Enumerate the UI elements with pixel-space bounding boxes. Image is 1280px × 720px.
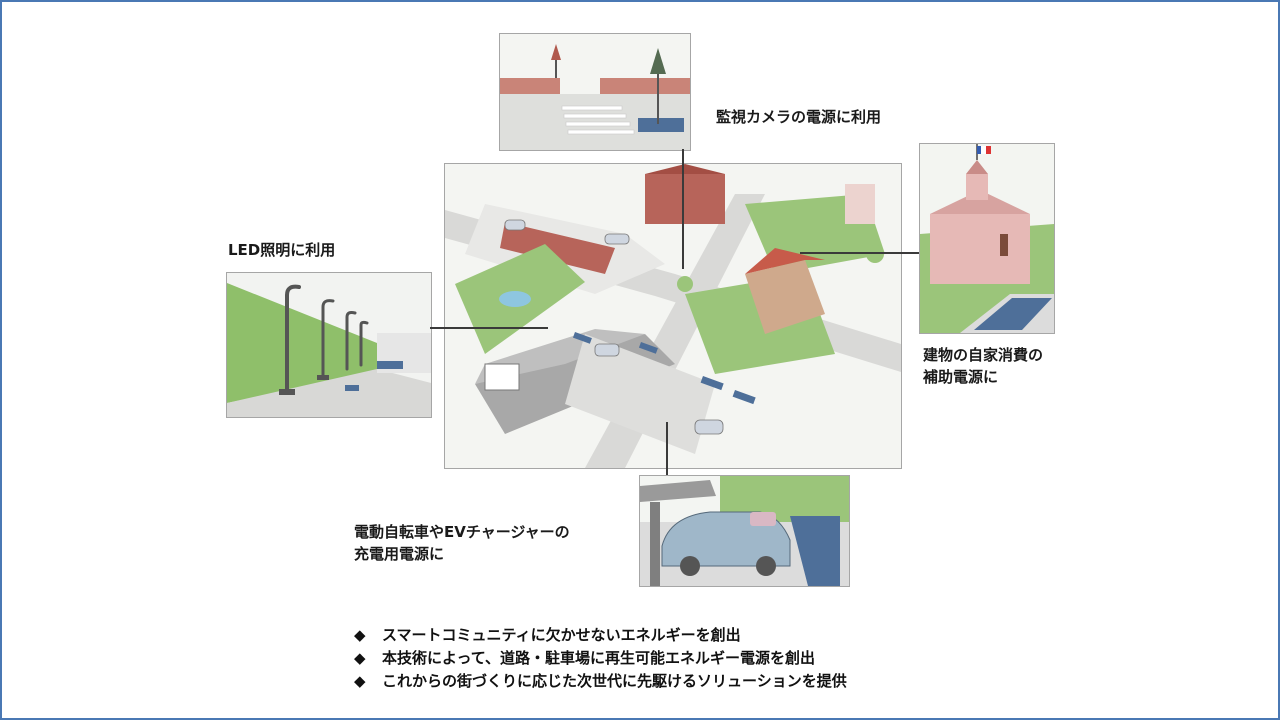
building-power-label-line1: 建物の自家消費の bbox=[923, 344, 1043, 366]
diamond-bullet-icon: ◆ bbox=[354, 624, 382, 647]
bullet-item: ◆これからの街づくりに応じた次世代に先駆けるソリューションを提供 bbox=[354, 670, 847, 693]
ev-connector-line bbox=[666, 422, 668, 475]
led-lighting-label: LED照明に利用 bbox=[228, 239, 335, 261]
bullet-text: 本技術によって、道路・駐車場に再生可能エネルギー電源を創出 bbox=[382, 649, 815, 667]
smart-community-town-illustration bbox=[444, 163, 902, 469]
ev-charger-illustration bbox=[639, 475, 850, 587]
building-connector-line bbox=[800, 252, 919, 254]
camera-power-label: 監視カメラの電源に利用 bbox=[716, 106, 881, 128]
led-connector-line bbox=[430, 327, 548, 329]
ev-charging-label-line1: 電動自転車やEVチャージャーの bbox=[354, 521, 570, 543]
ev-charging-label: 電動自転車やEVチャージャーの 充電用電源に bbox=[354, 521, 570, 565]
bullet-item: ◆スマートコミュニティに欠かせないエネルギーを創出 bbox=[354, 624, 847, 647]
led-street-light-illustration bbox=[226, 272, 432, 418]
summary-bullet-list: ◆スマートコミュニティに欠かせないエネルギーを創出 ◆本技術によって、道路・駐車… bbox=[354, 624, 847, 693]
ev-charging-label-line2: 充電用電源に bbox=[354, 543, 570, 565]
camera-road-illustration bbox=[499, 33, 691, 151]
building-illustration bbox=[919, 143, 1055, 334]
bullet-text: スマートコミュニティに欠かせないエネルギーを創出 bbox=[382, 626, 741, 644]
diamond-bullet-icon: ◆ bbox=[354, 647, 382, 670]
building-power-label-line2: 補助電源に bbox=[923, 366, 1043, 388]
bullet-item: ◆本技術によって、道路・駐車場に再生可能エネルギー電源を創出 bbox=[354, 647, 847, 670]
bullet-text: これからの街づくりに応じた次世代に先駆けるソリューションを提供 bbox=[382, 672, 847, 690]
diamond-bullet-icon: ◆ bbox=[354, 670, 382, 693]
building-power-label: 建物の自家消費の 補助電源に bbox=[923, 344, 1043, 388]
camera-connector-line bbox=[682, 149, 684, 269]
